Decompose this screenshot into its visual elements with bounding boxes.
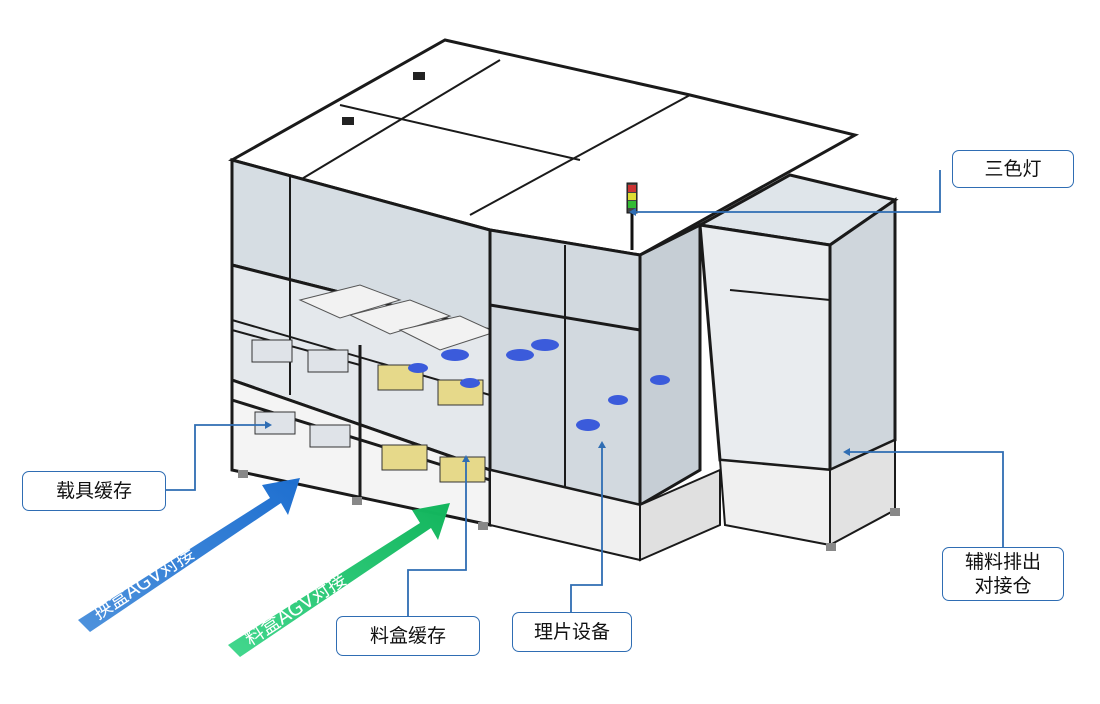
callout-material-box-buffer: 料盒缓存 bbox=[336, 616, 480, 656]
callout-three-color-light-text: 三色灯 bbox=[984, 158, 1042, 180]
signal-tower bbox=[626, 182, 638, 250]
leader-lines bbox=[165, 170, 1004, 625]
left-enclosure bbox=[228, 38, 860, 473]
callout-aux-discharge: 辅料排出 对接仓 bbox=[942, 547, 1064, 601]
callout-three-color-light: 三色灯 bbox=[952, 150, 1074, 188]
callout-aux-discharge-line2: 对接仓 bbox=[974, 575, 1032, 597]
leader-arrowheads bbox=[265, 208, 850, 462]
lower-racks bbox=[230, 329, 492, 530]
callout-sorting-equipment: 理片设备 bbox=[512, 612, 632, 652]
green-arrow-label: 料盒AGV对接 bbox=[241, 568, 351, 650]
callout-aux-discharge-line1: 辅料排出 bbox=[964, 551, 1041, 573]
aux-module bbox=[695, 173, 900, 551]
callout-carrier-buffer-text: 载具缓存 bbox=[55, 480, 132, 502]
sorting-equipment bbox=[441, 182, 721, 562]
blue-arrow-label: 换盒AGV对接 bbox=[89, 542, 199, 624]
callout-material-box-buffer-text: 料盒缓存 bbox=[369, 625, 446, 647]
callout-sorting-equipment-text: 理片设备 bbox=[533, 621, 610, 643]
callout-carrier-buffer: 载具缓存 bbox=[22, 471, 166, 511]
